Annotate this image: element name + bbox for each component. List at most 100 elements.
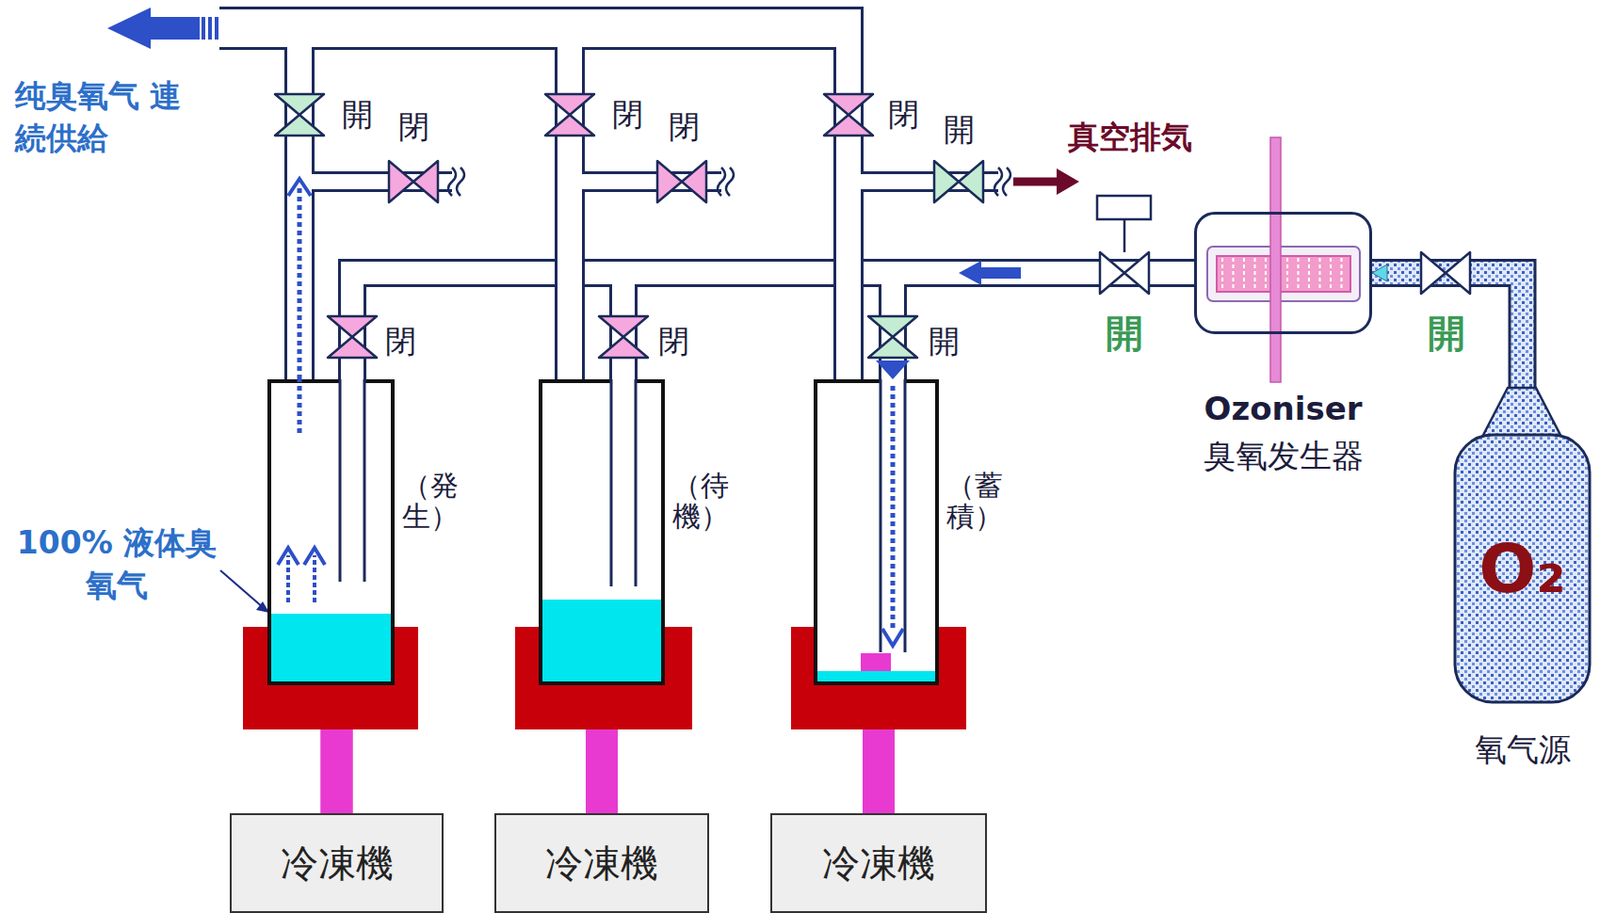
node-title: 冷凍機: [280, 838, 394, 890]
inlet-tube-wall: [879, 379, 883, 653]
vessel-interior: [267, 379, 395, 686]
valve-symbol: [934, 161, 984, 203]
inlet-tube-wall: [904, 379, 907, 653]
node-caption: 臭氧发生器: [1203, 435, 1364, 479]
valve-state: 閉: [398, 106, 430, 149]
valve-half: [327, 337, 377, 358]
vessel-state-label: （発生）: [402, 469, 431, 533]
ozoniser-box: Ozoniser臭氧发生器: [1194, 211, 1373, 335]
valve-state: 開: [943, 109, 975, 152]
valve-half: [598, 337, 648, 358]
electrode-hatch: [1341, 258, 1343, 291]
actuator-stem: [1123, 219, 1127, 253]
pipe-wall: [219, 6, 864, 50]
callout-text: 纯臭氧气 連続供給: [15, 75, 194, 160]
evaporation-head: [304, 548, 325, 566]
valve-symbol: [824, 94, 873, 136]
pipe-break: [994, 167, 1003, 196]
pipe-wall: [833, 28, 864, 380]
outlet-arrow: [107, 7, 200, 49]
node-title: O₂: [1478, 529, 1567, 609]
valve-symbol: [327, 316, 377, 358]
vessel-interior: [538, 379, 665, 686]
valve-state: 開: [928, 321, 960, 364]
cryostat-vessel: （蓄積）: [813, 379, 939, 686]
valve-symbol: [1099, 252, 1149, 294]
refrigerator-box: 冷凍機: [770, 813, 987, 913]
valve-state: 開: [1105, 307, 1144, 359]
inlet-tube: [880, 379, 906, 653]
inlet-tube-wall: [610, 379, 614, 587]
inlet-tube-wall: [339, 379, 342, 582]
pipe-walls: [337, 273, 1523, 814]
pipe-connector: [623, 273, 1195, 380]
inlet-tube-wall: [634, 379, 638, 587]
valve-half: [657, 161, 682, 203]
pipe-break: [1002, 167, 1011, 196]
exhaust-label: 真空排気: [1067, 116, 1193, 160]
valve-symbol: [868, 316, 918, 358]
valve-half: [1099, 252, 1125, 294]
node-title: Ozoniser: [1204, 389, 1363, 428]
valve-half: [545, 114, 595, 136]
gas-flow-dotted: [297, 379, 303, 434]
liquid-ozone: [817, 671, 936, 682]
electrode-hatch: [1232, 258, 1235, 291]
valve-state: 開: [341, 94, 373, 137]
valve-state: 閉: [668, 106, 700, 149]
inlet-tube: [339, 379, 365, 582]
valve-symbol: [598, 316, 648, 358]
inlet-tube: [611, 379, 636, 587]
actuator-box: [1097, 195, 1151, 220]
electrode-hatch: [1264, 258, 1267, 291]
arrow-stripe: [201, 16, 206, 40]
pipe-wall: [284, 28, 315, 380]
cold-finger: [860, 653, 891, 672]
valve-state: 閉: [658, 321, 690, 364]
gas-flow-dotted: [297, 188, 303, 380]
valve-state: 開: [1427, 307, 1466, 359]
node-title: 冷凍機: [545, 838, 659, 890]
valve-half: [958, 161, 984, 203]
pipe-break: [726, 167, 734, 196]
discharge-electrode: [1216, 256, 1351, 292]
node-title: 冷凍機: [822, 838, 936, 890]
valve-half: [868, 316, 918, 338]
liquid-ozone: [542, 599, 662, 682]
discharge-tube: [1207, 246, 1360, 302]
valve-half: [824, 114, 873, 136]
valve-half: [274, 94, 324, 115]
cylinder-body: [1454, 435, 1590, 703]
valve-half: [681, 161, 707, 203]
valve-half: [1124, 252, 1149, 294]
cryostat-vessel: （発生）: [267, 379, 395, 686]
vessel-state-label: （待機）: [672, 469, 701, 533]
pipe-connector: [352, 273, 1195, 380]
pipe-core: [287, 28, 312, 380]
pipe-wall: [352, 273, 1195, 380]
valve-half: [388, 161, 414, 203]
node-caption: 氧气源: [1474, 728, 1571, 773]
pipe-wall: [623, 273, 1195, 380]
valve-half: [868, 337, 918, 358]
valve-half: [598, 316, 648, 338]
valve-half: [545, 94, 595, 115]
valve-symbol: [1421, 252, 1471, 294]
inlet-tube-wall: [363, 379, 367, 582]
valve-half: [327, 316, 377, 338]
exhaust-arrow: [1013, 177, 1059, 187]
pipe-cores: [337, 273, 1523, 814]
valve-half: [413, 161, 438, 203]
pipe-break: [456, 167, 465, 196]
electrode-hatch: [1286, 258, 1289, 291]
evaporation-head: [277, 548, 299, 566]
vessel-interior: [813, 379, 939, 686]
oxygen-cylinder: O₂氧气源: [1453, 433, 1592, 705]
pipe-wall: [554, 28, 585, 380]
arrow-stripe: [214, 16, 219, 40]
callout-text: 100% 液体臭氧气: [16, 522, 219, 607]
electrode-hatch: [1254, 258, 1257, 291]
cylinder-neck: [1480, 387, 1564, 441]
electrode-hatch: [1221, 258, 1224, 291]
